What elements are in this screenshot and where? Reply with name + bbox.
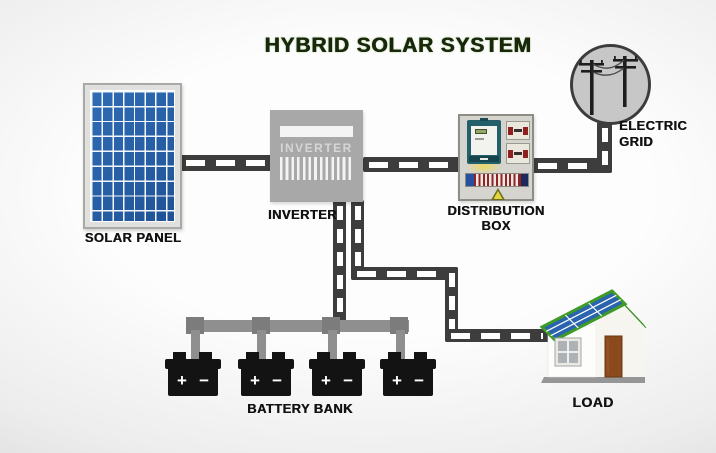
busbar-connector	[322, 317, 340, 334]
wire-distributionbox-to-grid	[532, 158, 612, 173]
switch-red-left	[508, 149, 513, 158]
wire-inverter-to-load-seg3	[445, 267, 458, 342]
solar-panel-label: SOLAR PANEL	[84, 230, 182, 245]
busbar-connector	[390, 317, 408, 334]
battery-minus: −	[272, 371, 282, 390]
inverter-icon: INVERTER	[270, 110, 363, 202]
wire-solarpanel-to-inverter	[180, 155, 272, 171]
battery-plus: +	[392, 371, 402, 390]
switch-red-left	[508, 126, 513, 135]
battery-lid	[309, 359, 365, 369]
battery-lid	[165, 359, 221, 369]
load-house-icon	[538, 283, 650, 395]
diagram-title: HYBRID SOLAR SYSTEM	[264, 34, 532, 57]
battery-busbar	[187, 320, 409, 332]
battery-plus: +	[321, 371, 331, 390]
battery-icon: + −	[380, 352, 436, 396]
busbar-drop	[328, 330, 337, 362]
switch-red-right	[523, 149, 528, 158]
busbar-drop	[191, 330, 200, 362]
switch-bar	[514, 152, 522, 155]
breaker-blue	[466, 174, 474, 186]
battery-icon: + −	[165, 352, 221, 396]
solar-panel-icon	[83, 83, 182, 229]
electric-grid-icon	[570, 44, 651, 125]
wire-inverter-to-load-seg4	[445, 329, 549, 342]
battery-terminal	[414, 352, 427, 361]
battery-lid	[238, 359, 294, 369]
inverter-slot	[280, 126, 353, 137]
inverter-label: INVERTER	[268, 207, 337, 222]
electric-grid-label-line2: GRID	[619, 133, 654, 149]
meter-face	[471, 126, 497, 155]
battery-icon: + −	[309, 352, 365, 396]
battery-body: + −	[241, 365, 291, 396]
busbar-connector	[186, 317, 204, 334]
battery-terminal	[199, 352, 212, 361]
battery-bank-label: BATTERY BANK	[247, 401, 353, 416]
house-graphic	[539, 289, 647, 383]
battery-lid	[380, 359, 436, 369]
meter-base	[469, 156, 499, 162]
busbar-connector	[252, 317, 270, 334]
battery-minus: −	[414, 371, 424, 390]
battery-terminal	[317, 352, 330, 361]
inverter-vents	[280, 157, 354, 180]
breaker-stripes	[474, 174, 518, 186]
meter-display	[475, 129, 487, 134]
battery-icon: + −	[238, 352, 294, 396]
distribution-box-icon	[458, 114, 534, 201]
battery-plus: +	[250, 371, 260, 390]
battery-body: + −	[312, 365, 362, 396]
wire-inverter-to-load-seg2	[351, 267, 458, 280]
distribution-box-label-line2: BOX	[481, 217, 511, 233]
battery-terminal	[246, 352, 259, 361]
utility-poles-icon	[579, 56, 638, 115]
battery-terminal	[388, 352, 401, 361]
meter-line	[475, 138, 484, 140]
wire-inverter-to-distributionbox	[363, 157, 460, 172]
switch-panel-top	[506, 121, 530, 140]
busbar-drop	[396, 330, 405, 362]
distribution-box-label-line1: DISTRIBUTION	[447, 203, 545, 218]
electric-grid-label-line1: ELECTRIC	[619, 118, 688, 133]
switch-red-right	[523, 126, 528, 135]
battery-body: + −	[383, 365, 433, 396]
solar-panel-cells	[90, 90, 175, 222]
battery-minus: −	[343, 371, 353, 390]
busbar-drop	[257, 330, 266, 362]
wire-grid-drop	[597, 122, 612, 173]
battery-terminal	[343, 352, 356, 361]
breaker-red	[518, 174, 521, 186]
breaker-navy	[521, 174, 528, 186]
battery-body: + −	[168, 365, 218, 396]
wire-inverter-to-load-seg1	[351, 200, 364, 280]
energy-meter-icon	[467, 118, 501, 164]
battery-terminal	[173, 352, 186, 361]
breaker-row	[465, 173, 529, 187]
warning-triangle-icon	[491, 188, 505, 200]
load-label: LOAD	[572, 394, 614, 410]
switch-panel-bottom	[506, 143, 530, 164]
battery-terminal	[272, 352, 285, 361]
battery-plus: +	[177, 371, 187, 390]
switch-bar	[514, 129, 522, 132]
battery-minus: −	[199, 371, 209, 390]
wire-inverter-to-battery	[333, 200, 346, 324]
inverter-device-text: INVERTER	[280, 141, 353, 155]
